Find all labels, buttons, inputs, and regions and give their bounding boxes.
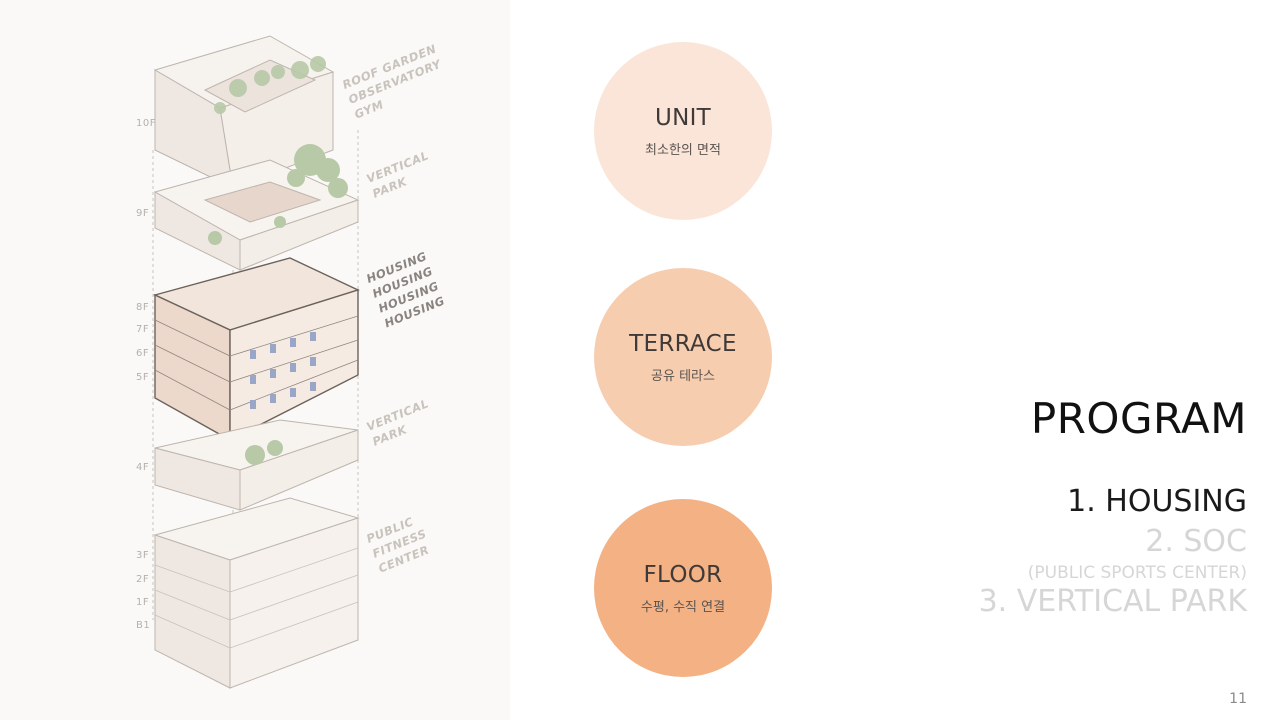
building-drawing bbox=[152, 35, 360, 689]
circle-terrace: TERRACE 공유 테라스 bbox=[594, 268, 772, 446]
circle-subtitle: 수평, 수직 연결 bbox=[640, 599, 726, 615]
program-title: PROGRAM bbox=[1030, 394, 1247, 443]
block-4f bbox=[154, 419, 359, 511]
circle-title: FLOOR bbox=[643, 561, 723, 588]
program-item-soc-subtitle: (PUBLIC SPORTS CENTER) bbox=[1027, 563, 1247, 583]
floor-label-6f: 6F bbox=[136, 348, 150, 359]
circle-subtitle: 공유 테라스 bbox=[651, 368, 715, 384]
program-item-soc: 2. SOC bbox=[1145, 524, 1247, 559]
circle-subtitle: 최소한의 면적 bbox=[645, 142, 721, 158]
block-fitness bbox=[153, 497, 360, 689]
floor-label-5f: 5F bbox=[136, 372, 150, 383]
floor-label-10f: 10F bbox=[136, 118, 156, 129]
floor-label-1f: 1F bbox=[136, 597, 150, 608]
program-item-vertical-park: 3. VERTICAL PARK bbox=[978, 584, 1247, 619]
floor-label-3f: 3F bbox=[136, 550, 150, 561]
floor-label-2f: 2F bbox=[136, 574, 150, 585]
circle-floor: FLOOR 수평, 수직 연결 bbox=[594, 499, 772, 677]
floor-label-7f: 7F bbox=[136, 324, 150, 335]
exploded-axonometric-illustration: 10F 9F 8F 7F 6F 5F 4F 3F 2F 1F B1 ROOF G… bbox=[0, 0, 510, 720]
floor-label-b1: B1 bbox=[136, 620, 151, 631]
circle-title: TERRACE bbox=[629, 330, 737, 357]
program-item-housing: 1. HOUSING bbox=[1067, 484, 1247, 519]
floor-label-9f: 9F bbox=[136, 208, 150, 219]
page-number: 11 bbox=[1229, 691, 1247, 707]
circle-title: UNIT bbox=[654, 104, 712, 131]
floor-label-8f: 8F bbox=[136, 302, 150, 313]
block-9f bbox=[153, 159, 360, 271]
floor-label-4f: 4F bbox=[136, 462, 150, 473]
block-housing bbox=[152, 257, 360, 442]
circle-unit: UNIT 최소한의 면적 bbox=[594, 42, 772, 220]
